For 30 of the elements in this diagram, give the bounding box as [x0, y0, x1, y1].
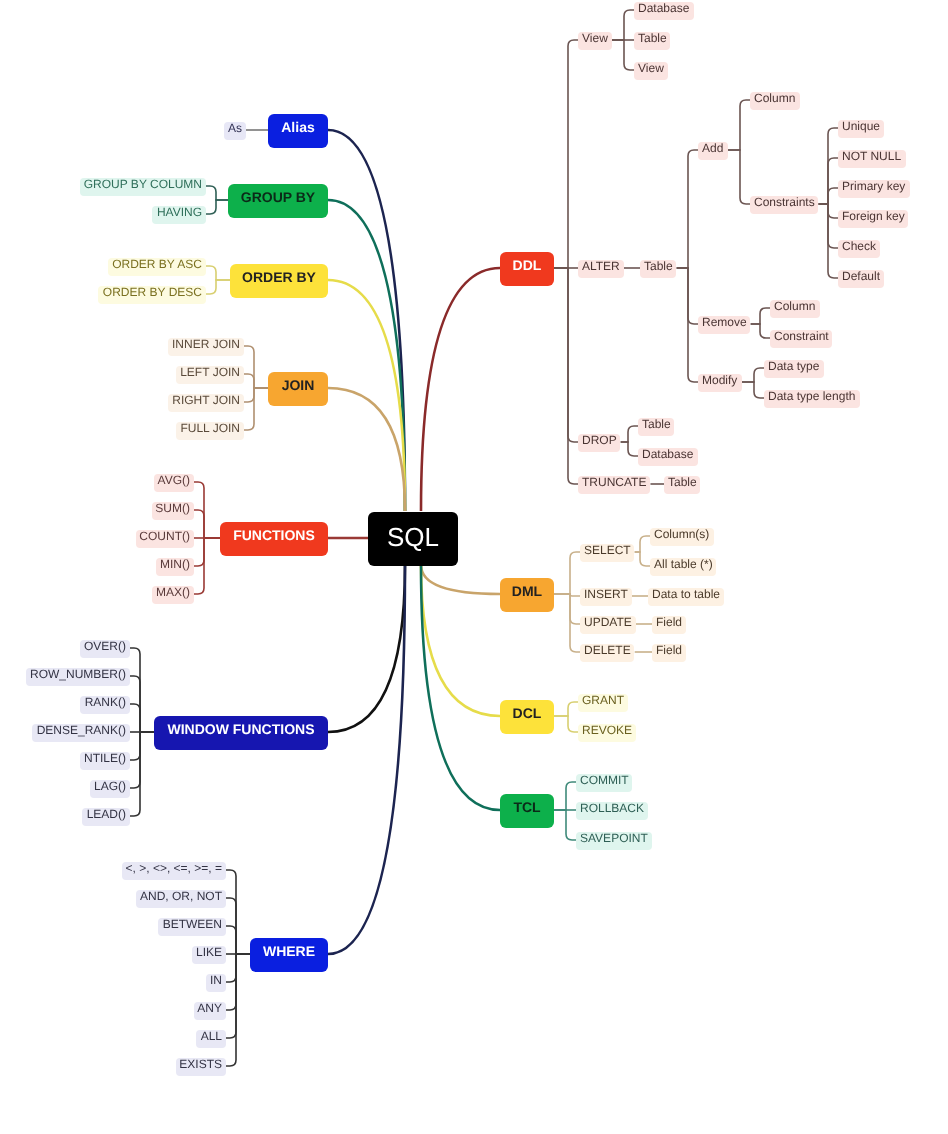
connector-line	[205, 279, 231, 295]
connector-line	[553, 809, 577, 841]
connector-line	[327, 565, 407, 956]
connector-line	[419, 564, 501, 596]
root-node: SQL	[368, 511, 458, 565]
connector-line	[327, 386, 407, 512]
connector-line	[553, 715, 579, 733]
connector-line	[675, 267, 699, 383]
connector-line	[129, 731, 155, 817]
connector-line	[631, 595, 649, 597]
connector-line	[205, 199, 229, 215]
connector-line	[553, 593, 581, 653]
connector-line	[726, 149, 751, 205]
connector-line	[649, 483, 665, 485]
connector-line	[623, 267, 641, 269]
connector-line	[633, 535, 651, 553]
connector-line	[749, 323, 771, 339]
connector-line	[245, 129, 269, 131]
connector-line	[619, 441, 639, 457]
connector-line	[419, 565, 501, 812]
connector-line	[328, 536, 368, 540]
connector-line	[419, 266, 501, 511]
connector-line	[635, 623, 653, 625]
connector-line	[193, 537, 221, 595]
connector-line	[633, 551, 651, 567]
connector-line	[740, 381, 765, 399]
connector-line	[817, 203, 839, 279]
connector-line	[243, 387, 269, 431]
connector-line	[611, 39, 635, 71]
connector-line	[633, 651, 653, 653]
